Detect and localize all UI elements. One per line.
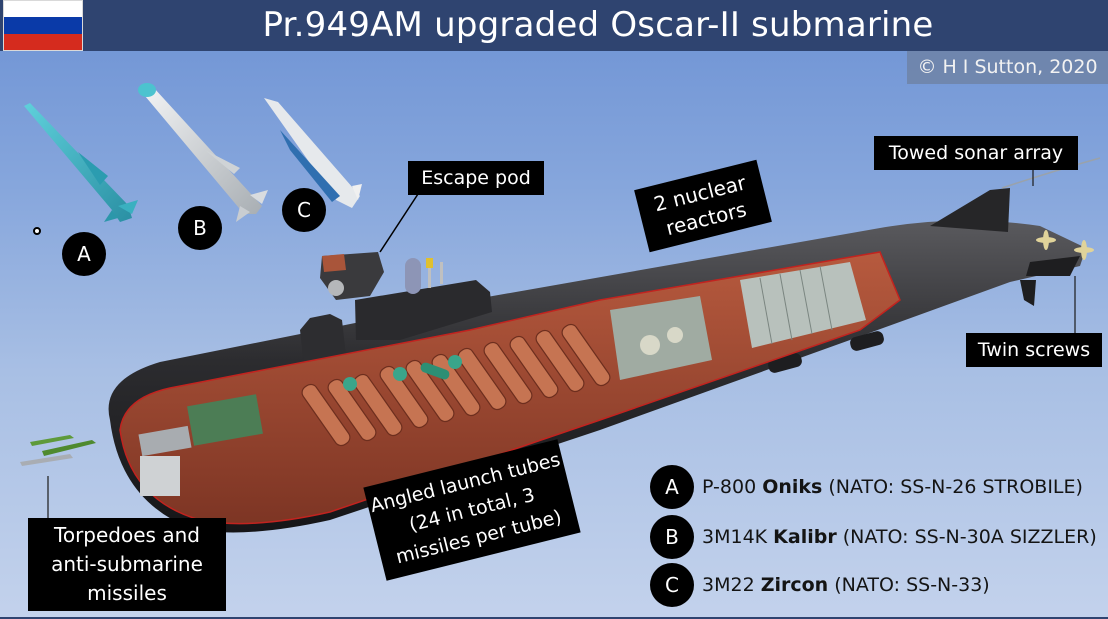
- bottom-border: [0, 617, 1108, 619]
- legend-marker-a: A: [650, 465, 694, 509]
- callout-twin-screws: Twin screws: [966, 333, 1102, 367]
- escape-pod-leader-line: [379, 193, 419, 253]
- legend-marker-c: C: [650, 563, 694, 607]
- legend-item-b: B 3M14K Kalibr (NATO: SS-N-30A SIZZLER): [650, 515, 1097, 559]
- page-title: Pr.949AM upgraded Oscar-II submarine: [262, 5, 934, 45]
- copyright-notice: © H I Sutton, 2020: [907, 51, 1108, 84]
- cursor-icon: [33, 227, 41, 235]
- missile-marker-c: C: [282, 188, 326, 232]
- legend-marker-b: B: [650, 515, 694, 559]
- missile-a-icon: [24, 103, 138, 222]
- submarine-cutaway: [119, 251, 901, 525]
- callout-escape-pod: Escape pod: [408, 161, 544, 195]
- legend-item-a: A P-800 Oniks (NATO: SS-N-26 STROBILE): [650, 465, 1083, 509]
- missile-c-icon: [264, 98, 362, 208]
- missile-marker-a: A: [62, 232, 106, 276]
- callout-towed-sonar-array: Towed sonar array: [874, 136, 1078, 170]
- russia-flag-icon: [3, 0, 83, 51]
- legend-item-c: C 3M22 Zircon (NATO: SS-N-33): [650, 563, 990, 607]
- torpedoes-icon: [20, 435, 96, 466]
- missile-marker-b: B: [178, 206, 222, 250]
- title-bar: Pr.949AM upgraded Oscar-II submarine: [0, 0, 1108, 51]
- missile-b-icon: [138, 83, 268, 222]
- callout-torpedoes-asm: Torpedoes and anti-submarine missiles: [28, 518, 226, 611]
